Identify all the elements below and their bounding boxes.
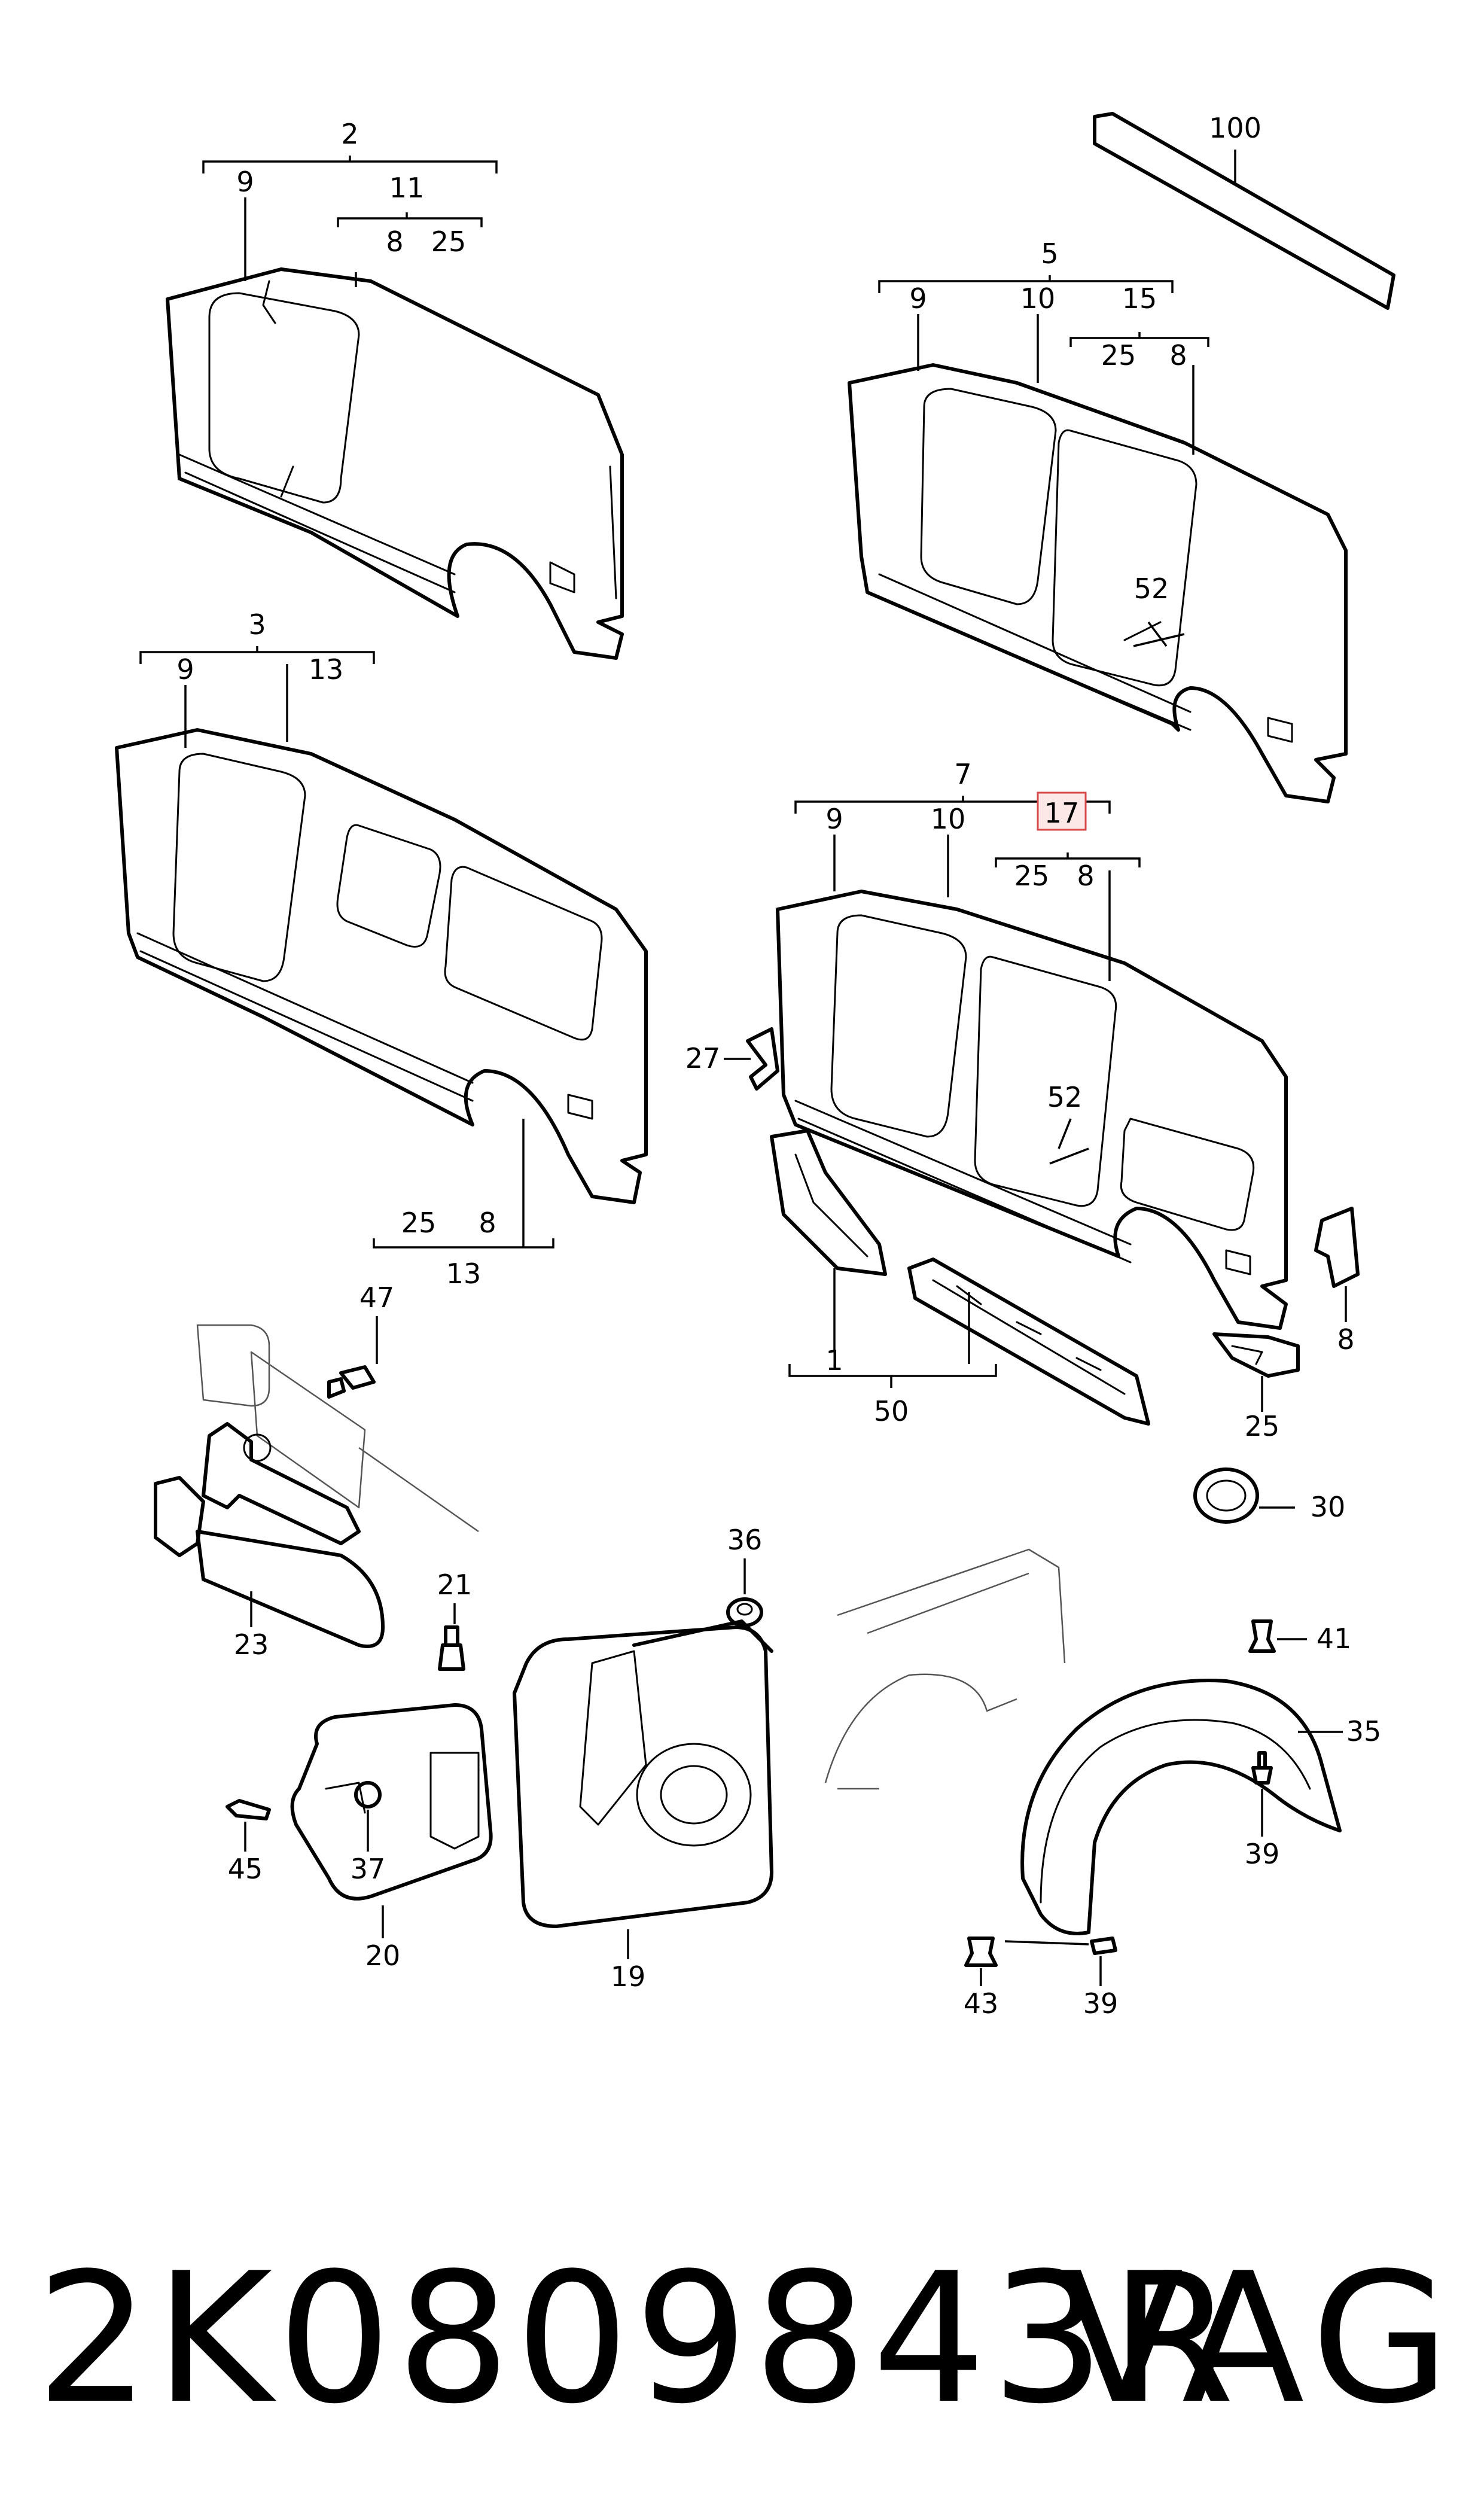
bolt-47 [327,1365,376,1399]
valve-21 [438,1625,465,1671]
label-39: 39 [1083,1987,1119,2020]
leader-lines [139,150,1347,1986]
bracket-27 [746,1027,779,1091]
label-52: 52 [1134,573,1169,605]
wheel-housing-liner-35 [1020,1679,1342,1935]
label-20: 20 [365,1940,401,1972]
label-43: 43 [964,1987,999,2020]
fuel-flap-20 [290,1703,493,1901]
label-25: 25 [431,226,467,258]
label-9: 9 [176,653,194,686]
fuel-door-actuator-23 [154,1324,479,1648]
label-11: 11 [389,172,425,204]
label-8: 8 [1337,1323,1354,1356]
label-3: 3 [248,608,266,641]
label-9: 9 [825,803,843,835]
label-47: 47 [359,1281,395,1314]
label-8: 8 [386,226,403,258]
label-8: 8 [479,1207,496,1239]
label-7: 7 [954,758,971,790]
label-45: 45 [228,1853,263,1885]
label-27: 27 [685,1042,721,1074]
label-21: 21 [437,1569,473,1601]
label-13: 13 [309,653,344,686]
clip-41 [1248,1619,1276,1653]
part-number-footer: 2K0809843R VAG [36,2225,1459,2453]
label-25: 25 [1245,1410,1280,1442]
label-2: 2 [341,118,358,150]
label-8: 8 [1169,339,1187,372]
label-37: 37 [351,1853,386,1885]
label-100: 100 [1209,112,1261,144]
clip-43 [964,1937,998,1967]
callout-labels: 2 9 11 8 25 100 5 9 10 15 25 8 52 3 9 13… [176,112,1381,2020]
label-39: 39 [1245,1838,1280,1870]
label-8: 8 [1077,860,1094,892]
label-10: 10 [931,803,966,835]
strip-100 [1093,112,1395,310]
bracket-25 [1212,1332,1300,1378]
filler-housing-19 [513,1619,773,1928]
side-panel-5 [848,363,1348,803]
label-52: 52 [1047,1081,1083,1113]
label-36: 36 [727,1524,763,1556]
label-25: 25 [401,1207,437,1239]
buffer-37 [354,1781,382,1808]
label-1: 1 [825,1344,843,1377]
washer-36 [726,1597,763,1627]
sill-1 [770,1129,887,1276]
brand-name: VAG [1061,2234,1459,2443]
label-25: 25 [1101,339,1136,372]
label-30: 30 [1311,1491,1346,1523]
side-panel-7 [776,890,1288,1330]
label-13: 13 [446,1258,482,1290]
screw-45 [226,1799,271,1820]
label-17: 17 [1044,797,1080,829]
label-41: 41 [1317,1622,1352,1655]
label-19: 19 [611,1960,646,1993]
grommet-30 [1193,1467,1259,1524]
wheel-arch-outline [824,1548,1066,1790]
label-10: 10 [1020,282,1056,315]
side-panel-2 [166,267,624,660]
bracket-8 [1314,1207,1360,1288]
label-15: 15 [1122,282,1157,315]
highlight-box-17 [1037,791,1087,831]
label-25: 25 [1014,860,1050,892]
side-panel-3 [115,728,648,1204]
label-5: 5 [1041,238,1058,270]
label-9: 9 [236,166,254,198]
label-23: 23 [234,1628,269,1661]
part-number: 2K0809843R [36,2234,1240,2443]
screw-39-upper [1251,1751,1273,1785]
sill-50 [907,1258,1150,1426]
screw-39-lower [1090,1937,1117,1955]
label-35: 35 [1346,1715,1382,1747]
label-9: 9 [909,282,927,315]
label-50: 50 [874,1395,909,1427]
